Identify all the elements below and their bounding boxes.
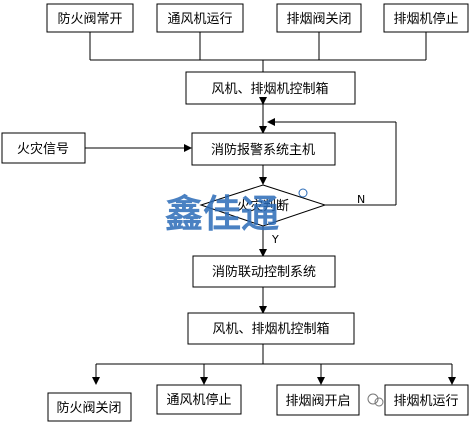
top-box-smoke-fan-stopped: 排烟机停止 [383,3,469,33]
edge-label-yes: Y [271,233,279,246]
control-box-bottom: 风机、排烟机控制箱 [187,312,355,345]
top-box-fire-damper-open-label: 防火阀常开 [57,11,122,27]
fire-judgement-label: 火灾判断 [237,198,289,214]
fire-linkage-label: 消防联动控制系统 [212,264,316,280]
top-connectors [89,32,427,72]
watermark-text: 鑫佳通 [165,192,279,236]
no-branch: N [267,118,397,206]
top-box-fire-damper-open: 防火阀常开 [46,3,134,33]
top-box-smoke-fan-stopped-label: 排烟机停止 [393,11,458,27]
fire-signal-label: 火灾信号 [17,141,69,157]
control-box-bottom-label: 风机、排烟机控制箱 [212,321,329,337]
bottom-box-fire-damper-closed-label: 防火阀关闭 [56,400,121,416]
wechat-icon [367,393,384,407]
edge-label-no: N [357,193,365,206]
bottom-box-ventilator-stopped-label: 通风机停止 [166,392,231,408]
yes-branch: Y [259,226,279,257]
fire-linkage-box: 消防联动控制系统 [192,255,336,288]
fire-signal-box: 火灾信号 [1,132,86,164]
registered-mark-icon [298,188,308,198]
bottom-box-smoke-fan-running: 排烟机运行 [384,384,469,416]
top-box-smoke-damper-closed: 排烟阀关闭 [276,3,362,33]
fire-alarm-host-label: 消防报警系统主机 [211,142,315,158]
watermark-logo: 鑫佳通 [165,188,308,236]
bottom-box-ventilator-stopped: 通风机停止 [156,384,242,415]
bottom-box-smoke-fan-running-label: 排烟机运行 [393,394,458,409]
top-box-smoke-damper-closed-label: 排烟阀关闭 [286,12,351,27]
bottom-box-fire-damper-closed: 防火阀关闭 [47,392,132,422]
control-box-top: 风机、排烟机控制箱 [185,71,356,105]
bottom-connectors [92,344,456,385]
control-box-top-label: 风机、排烟机控制箱 [211,81,328,97]
bottom-box-smoke-damper-open-label: 排烟阀开启 [285,394,350,409]
bottom-box-smoke-damper-open: 排烟阀开启 [276,384,360,416]
top-box-ventilator-running: 通风机运行 [156,3,244,33]
top-box-ventilator-running-label: 通风机运行 [167,12,232,27]
fire-alarm-host-box: 消防报警系统主机 [191,132,336,166]
